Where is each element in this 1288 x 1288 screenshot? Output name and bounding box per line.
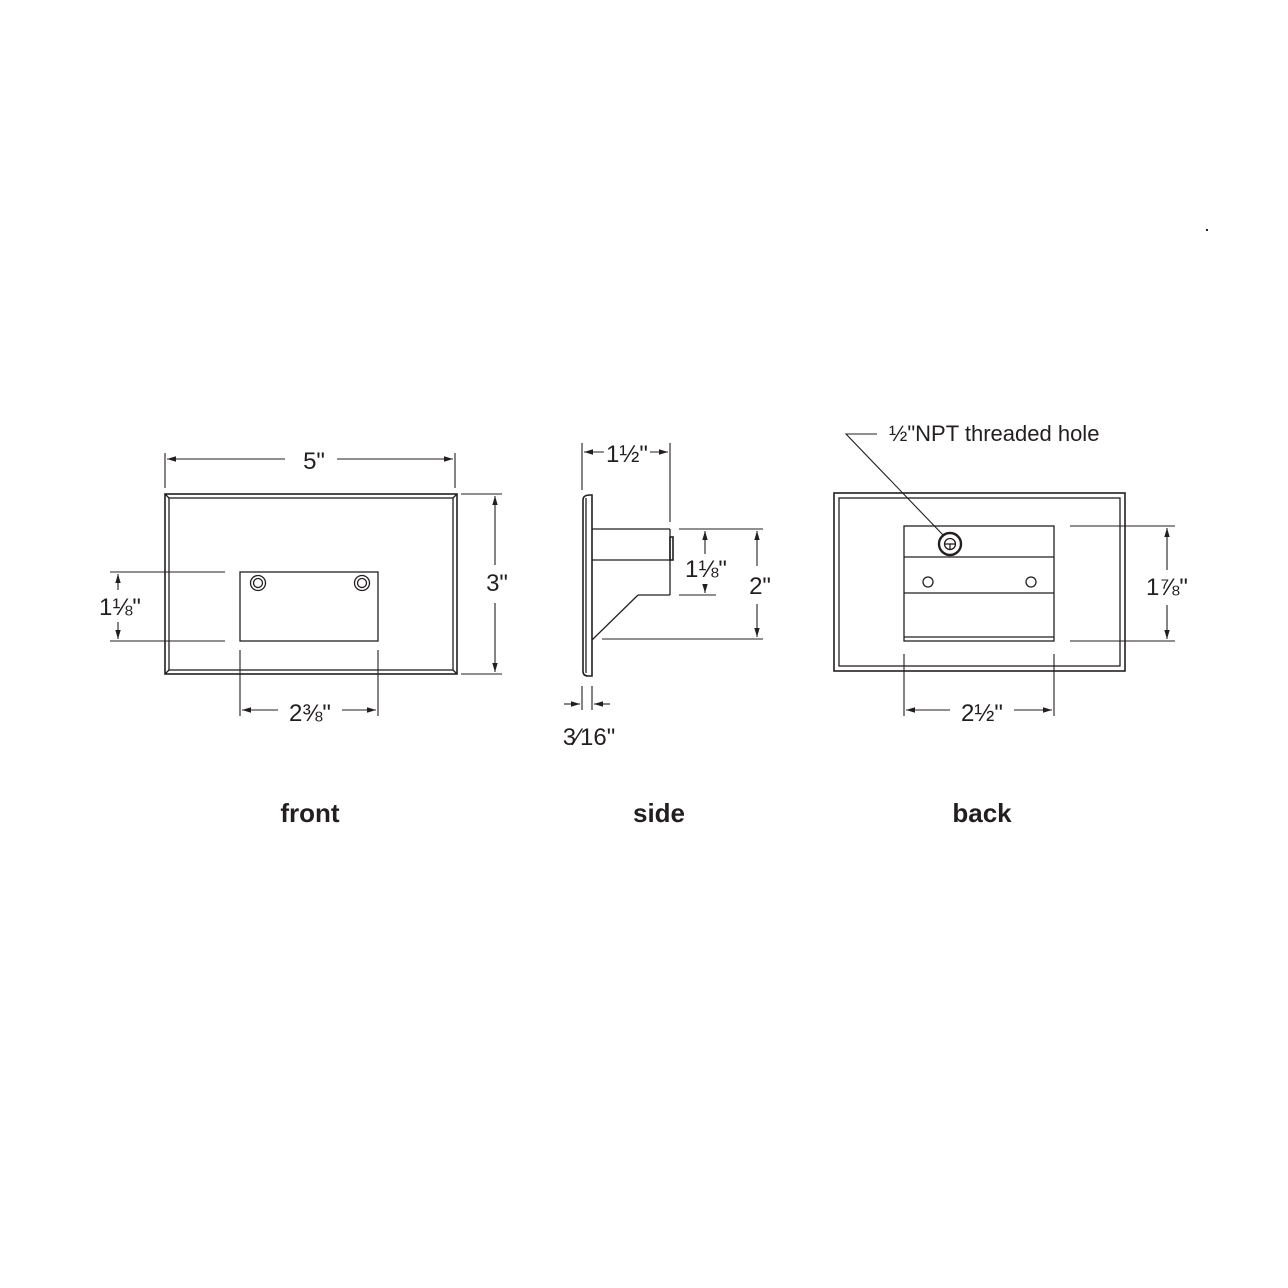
back-view: ½"NPT threaded hole 1⅞" 2½" back (833, 421, 1188, 828)
screw-icon (249, 574, 267, 592)
side-depth-label: 1½" (606, 441, 648, 468)
mount-hole-icon (1025, 576, 1037, 588)
side-view: 1½" 1⅛" 2" 3⁄16" side (563, 441, 771, 828)
threaded-hole-callout: ½"NPT threaded hole (889, 421, 1099, 446)
callout-leader (844, 433, 945, 537)
front-view: 5" 3" 1⅛" 2⅜" front (99, 448, 508, 828)
side-cap (669, 536, 674, 561)
front-height-label: 3" (486, 570, 508, 597)
side-bracket-height-label: 2" (749, 573, 771, 600)
front-inner-height-label: 1⅛" (99, 594, 141, 621)
back-view-label: back (952, 798, 1012, 828)
back-plate-inner (838, 497, 1121, 667)
back-mount-block (903, 525, 1055, 642)
back-block-width-label: 2½" (961, 700, 1003, 727)
front-inner-rect (239, 571, 379, 642)
front-width-label: 5" (303, 448, 325, 475)
stray-dot (1206, 229, 1208, 231)
front-view-label: front (280, 798, 340, 828)
mount-hole-icon (922, 576, 934, 588)
side-plate (582, 494, 593, 677)
threaded-hole-icon (937, 531, 963, 557)
front-plate-bevel (168, 497, 454, 671)
back-plate-outline (833, 492, 1126, 672)
side-view-label: side (633, 798, 685, 828)
front-plate-outline (164, 493, 458, 675)
side-arm-height-label: 1⅛" (685, 556, 727, 583)
back-block-height-label: 1⅞" (1146, 574, 1188, 601)
side-thickness-label: 3⁄16" (563, 724, 616, 751)
front-inner-width-label: 2⅜" (289, 700, 331, 727)
screw-icon (353, 574, 371, 592)
